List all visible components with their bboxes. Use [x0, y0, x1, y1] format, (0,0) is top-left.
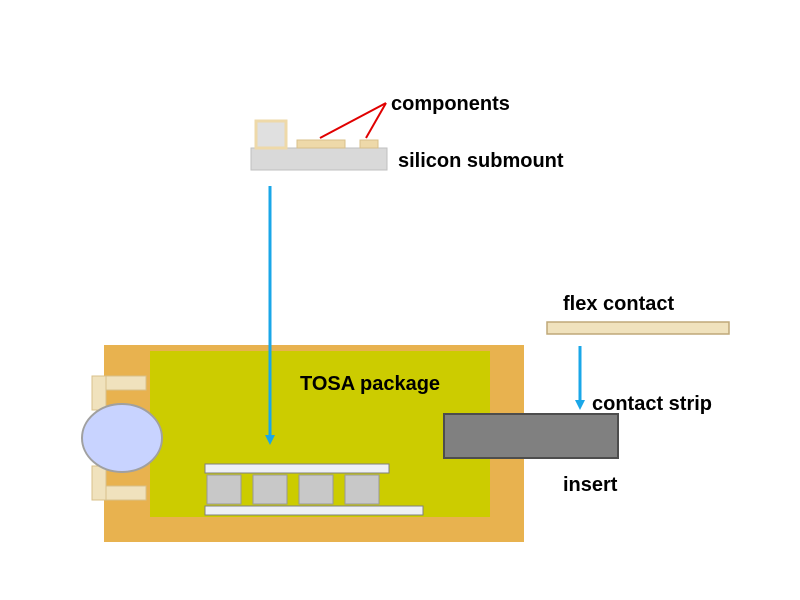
component-pad-large	[296, 139, 346, 149]
flange-stem-bottom	[91, 465, 107, 501]
leader-line-2	[365, 102, 387, 139]
chip-4	[344, 474, 380, 505]
silicon-submount-label: silicon submount	[398, 150, 564, 172]
chip-1	[206, 474, 242, 505]
components-label: components	[391, 93, 510, 115]
chip-2	[252, 474, 288, 505]
lens	[81, 403, 163, 473]
component-block	[254, 119, 288, 150]
tosa-package-label: TOSA package	[300, 373, 440, 395]
leader-line-1	[319, 102, 387, 139]
silicon-submount	[250, 147, 388, 171]
flex-contact	[546, 321, 730, 335]
tosa-package	[81, 345, 619, 542]
flange-stem-top	[91, 375, 107, 411]
silicon-submount-assembly	[250, 119, 388, 171]
chip-3	[298, 474, 334, 505]
insert	[443, 413, 619, 459]
component-pad-small	[359, 139, 379, 149]
insert-label: insert	[563, 474, 618, 496]
contact-strip-label: contact strip	[592, 393, 712, 415]
flex-contact-label: flex contact	[563, 293, 674, 315]
shelf-bottom	[204, 505, 424, 516]
shelf-top	[204, 463, 390, 474]
